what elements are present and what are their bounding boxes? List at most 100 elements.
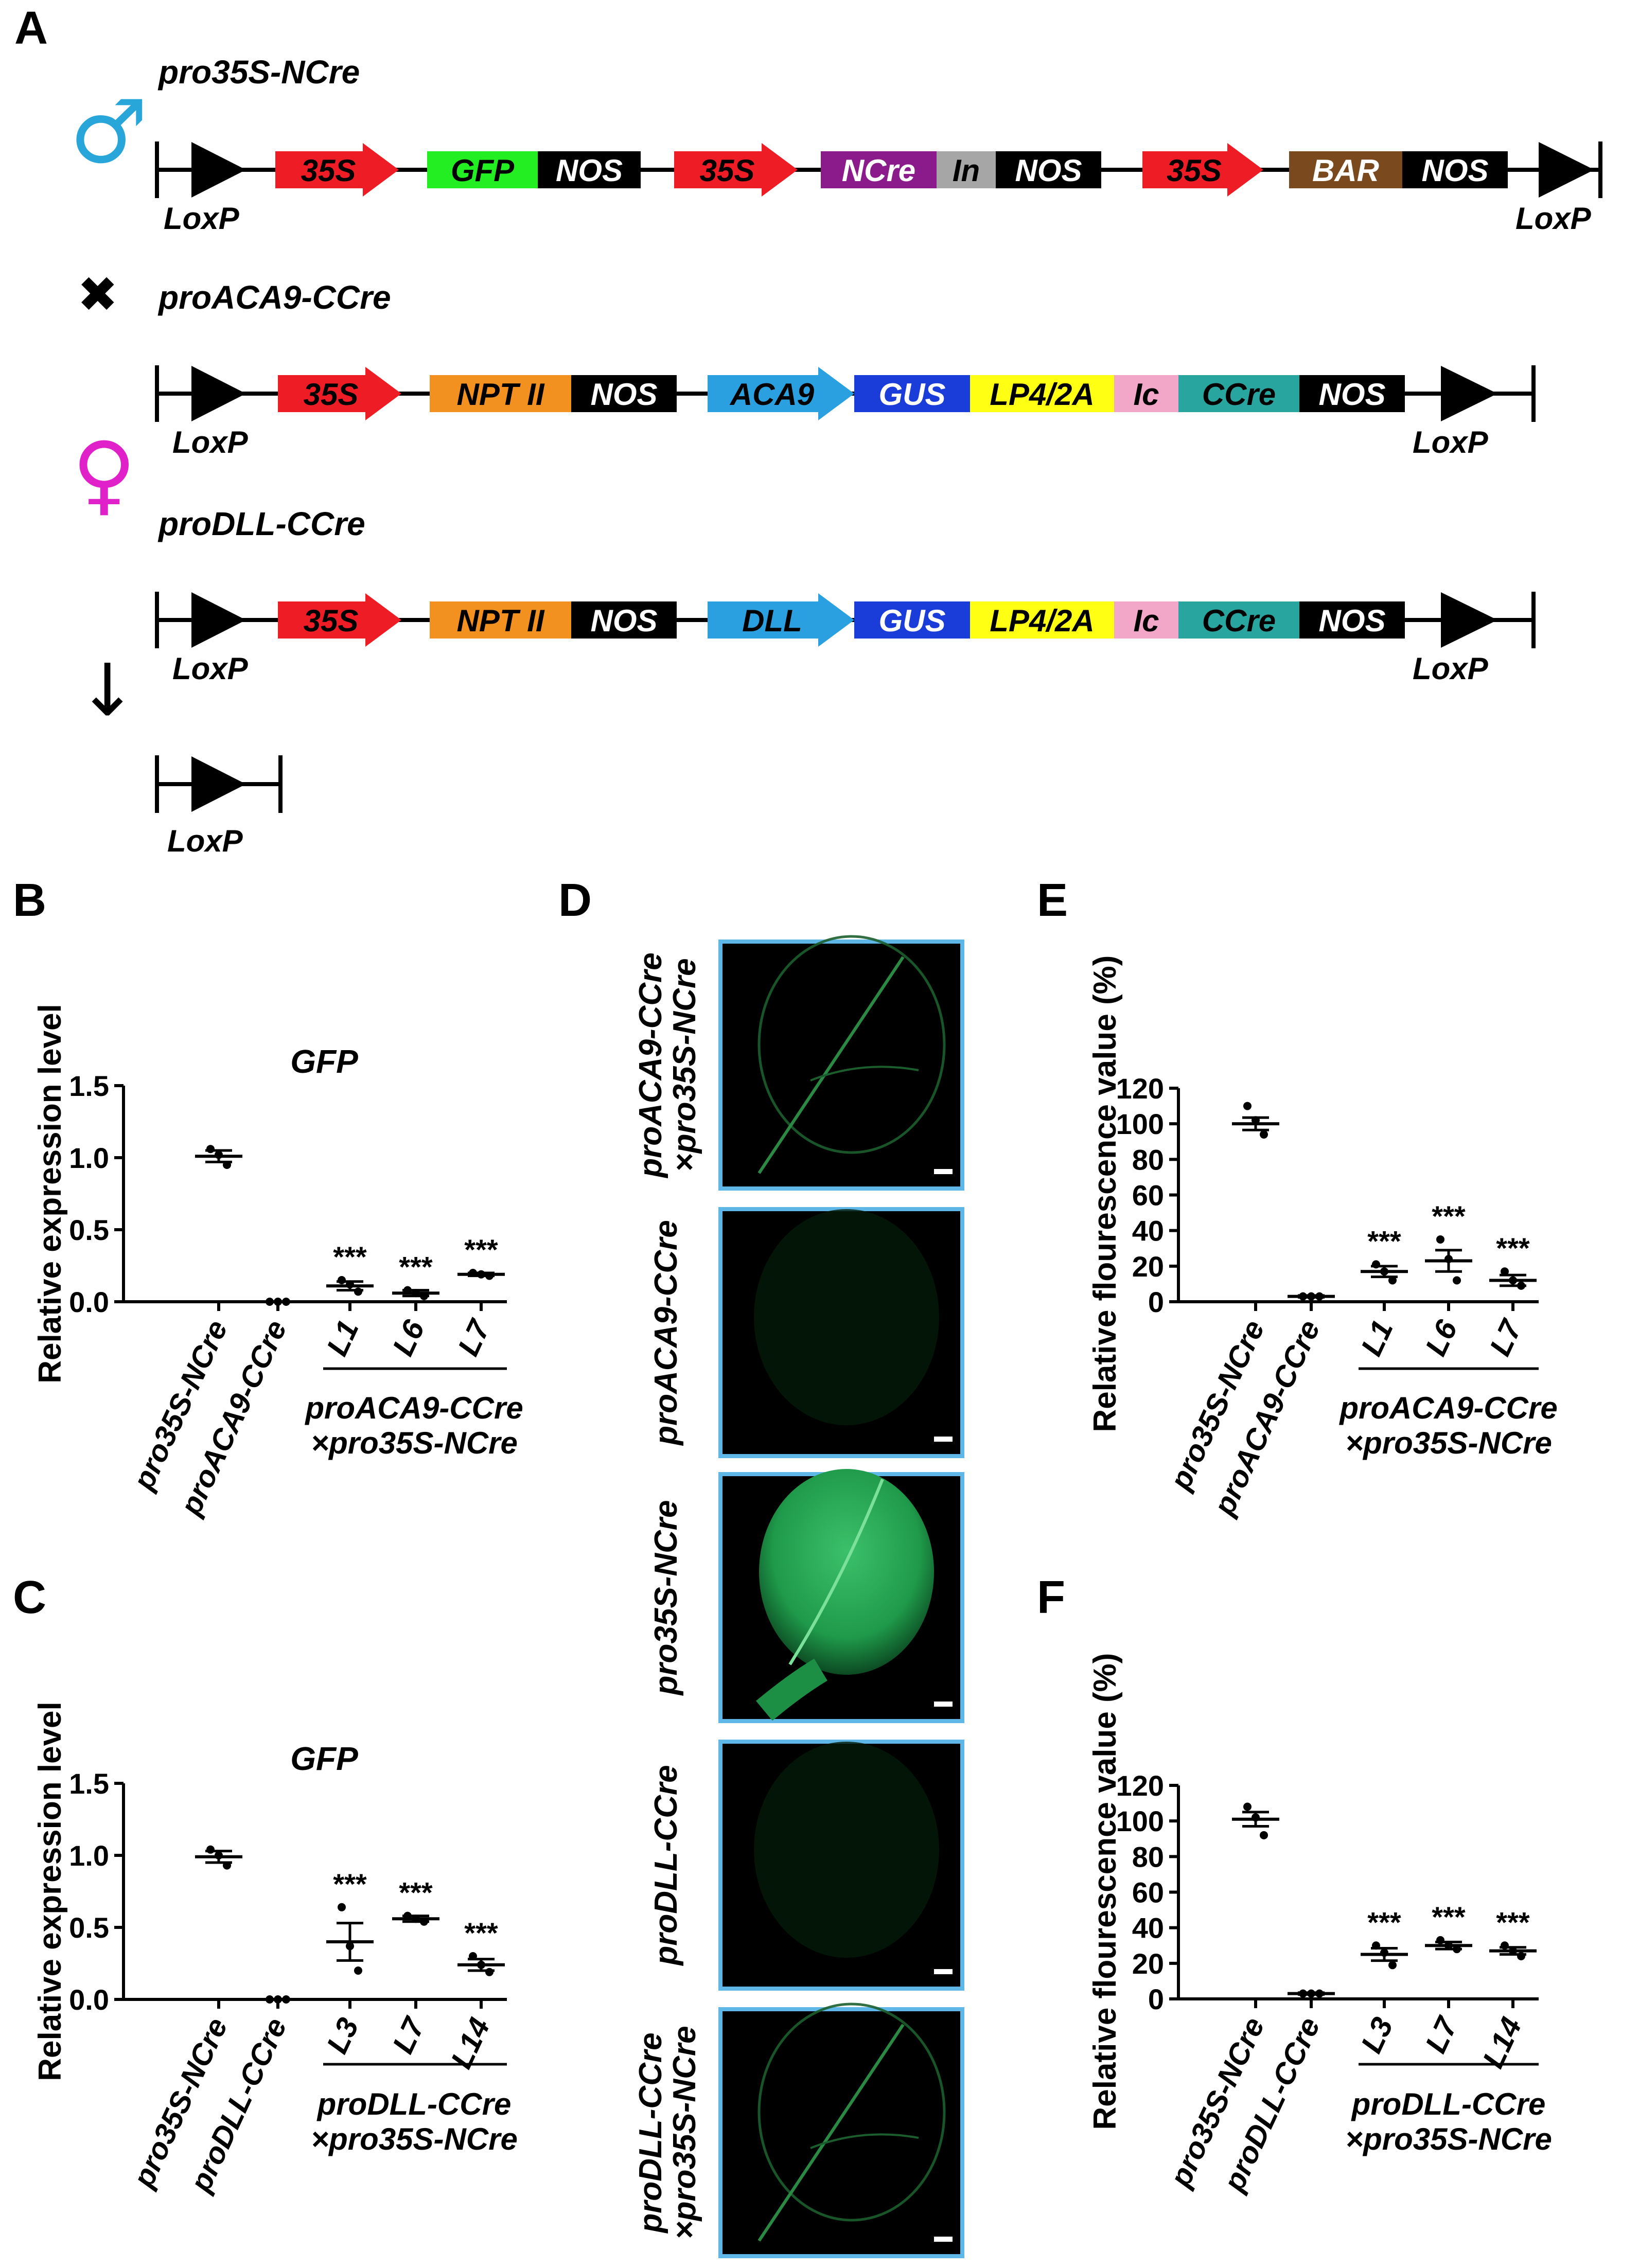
y-tick-label: 40 [1132,1912,1164,1944]
data-point [338,1903,346,1911]
data-group-l7: *** [457,1233,505,1280]
data-group-l1: *** [1361,1225,1408,1285]
x-tick-label: L3 [320,2013,365,2059]
loxp-triangle-icon [191,142,246,198]
data-point [206,1145,215,1154]
y-tick-label: 100 [1116,1805,1164,1837]
x-tick-label: L7 [1419,2011,1465,2058]
y-tick-label: 1.5 [69,1767,109,1800]
svg-text:GUS: GUS [878,604,945,638]
significance-label: *** [1432,1200,1466,1232]
significance-label: *** [1367,1225,1401,1257]
svg-text:35S: 35S [1167,153,1222,188]
y-tick-label: 120 [1116,1769,1164,1802]
y-axis-label: Relative flourescence value (%) [1087,955,1123,1432]
data-point [1243,1802,1252,1811]
significance-label: *** [399,1251,433,1283]
significance-label: *** [1367,1906,1401,1938]
group-label-line2: ×pro35S-NCre [1345,2122,1552,2156]
male-symbol: ♂ [69,81,148,183]
group-label-line1: proDLL-CCre [316,2087,512,2121]
svg-text:CCre: CCre [1202,604,1276,638]
fluorescence-image [718,1207,964,1458]
loxp-triangle-icon [1441,366,1497,421]
y-tick-label: 0 [1148,1983,1164,2015]
construct-element-npt-ii: NPT II [430,601,571,639]
fluorescence-image [718,2003,964,2258]
construct-element-npt-ii: NPT II [430,375,571,412]
svg-text:CCre: CCre [1202,377,1276,412]
significance-label: *** [333,1241,367,1273]
svg-text:NOS: NOS [590,604,657,638]
svg-text:LP4/2A: LP4/2A [990,604,1094,638]
chart-title: GFP [290,1740,358,1777]
image-label: proACA9-CCre [648,1220,684,1446]
scale-bar [934,1702,953,1707]
significance-label: *** [1496,1906,1530,1938]
svg-text:NOS: NOS [590,377,657,412]
data-group-proaca9-ccre [254,1298,302,1306]
data-group-l7: *** [1489,1232,1537,1290]
construct-element-35s: 35S [1142,143,1263,197]
data-group-prodll-ccre [254,1995,302,2004]
loxp-label-left: LoxP [172,651,249,686]
data-group-prodll-ccre [1288,1989,1335,1998]
group-label-line1: proACA9-CCre [304,1391,523,1425]
significance-label: *** [399,1876,433,1909]
construct-element-nos: NOS [1402,151,1508,188]
y-tick-label: 80 [1132,1143,1164,1176]
construct-title-prodll-ccre: proDLL-CCre [157,505,365,542]
svg-text:NOS: NOS [1421,153,1488,188]
group-label-line1: proACA9-CCre [1338,1391,1557,1425]
construct-element-35s: 35S [278,593,401,647]
svg-text:NOS: NOS [1318,604,1385,638]
loxp-label-right: LoxP [1413,425,1489,459]
data-group-pro35s-ncre [1232,1102,1279,1139]
construct-title-proaca9-ccre: proACA9-CCre [157,279,391,316]
data-group-l7: *** [1425,1901,1472,1954]
data-point [1453,1276,1461,1285]
image-label-line1: proDLL-CCre [633,2032,668,2234]
fluorescence-image [718,935,964,1191]
data-point [354,1966,362,1975]
data-group-l3: *** [1361,1906,1408,1970]
construct-element-35s: 35S [674,143,798,197]
svg-text:35S: 35S [304,604,359,638]
y-tick-label: 120 [1116,1072,1164,1105]
data-group-l1: *** [326,1241,374,1296]
image-label: proDLL-CCre [648,1765,684,1966]
construct-element-35s: 35S [275,143,399,197]
y-tick-label: 1.5 [69,1070,109,1102]
data-point [1243,1102,1252,1110]
svg-text:Ic: Ic [1133,377,1159,412]
data-point [338,1276,346,1284]
construct-element-gus: GUS [854,375,970,412]
cross-symbol: ✖ [77,267,118,323]
panel-letter-f: F [1037,1572,1065,1623]
construct-result: LoxP [155,755,283,858]
x-tick-label: L1 [1354,1315,1400,1361]
data-point [1260,1130,1268,1139]
construct-element-dll: DLL [708,593,854,647]
y-tick-label: 1.0 [69,1142,109,1174]
data-group-l14: *** [1489,1906,1537,1960]
panel-letter-b: B [13,875,46,926]
loxp-triangle-icon [191,756,246,812]
x-tick-label: L7 [451,1314,497,1361]
scale-bar [934,1437,953,1442]
construct-element-nos: NOS [1299,375,1405,412]
panel-letter-a: A [14,3,48,54]
group-label-line2: ×pro35S-NCre [1345,1426,1552,1460]
significance-label: *** [464,1917,498,1949]
svg-text:In: In [953,153,980,188]
y-tick-label: 20 [1132,1947,1164,1980]
y-tick-label: 20 [1132,1250,1164,1283]
construct-element-ic: Ic [1114,375,1178,412]
data-group-proaca9-ccre [1288,1292,1335,1301]
svg-text:DLL: DLL [742,604,802,638]
loxp-label-left: LoxP [164,201,240,236]
